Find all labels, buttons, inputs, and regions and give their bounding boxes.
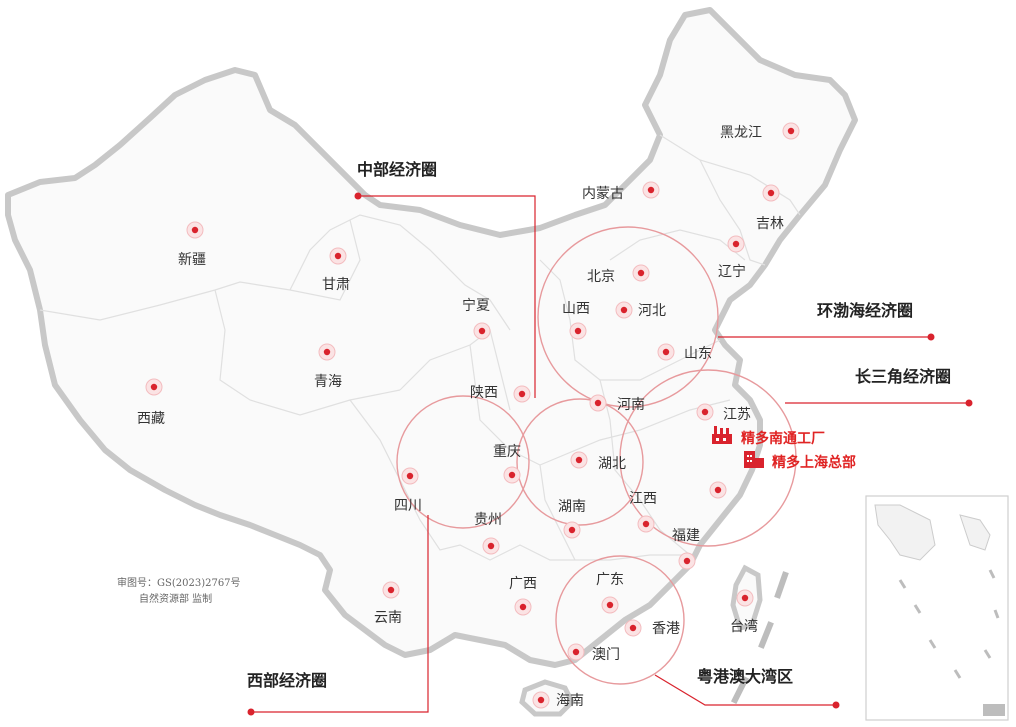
- label-heilongjiang: 黑龙江: [720, 125, 762, 141]
- location-dot-icon: [514, 598, 532, 616]
- zone-title-bohai: 环渤海经济圈: [817, 301, 913, 320]
- zone-title-greater-bay: 粤港澳大湾区: [697, 667, 793, 686]
- label-fujian: 福建: [672, 528, 700, 544]
- location-dot-icon: [632, 264, 650, 282]
- province-labels: 黑龙江 内蒙古 吉林 辽宁 新疆 甘肃 宁夏 北京 山西 河北 山东 青海 西藏…: [137, 125, 784, 709]
- label-xianggang: 香港: [652, 621, 680, 637]
- location-dot-icon: [503, 466, 521, 484]
- label-hebei: 河北: [638, 303, 666, 319]
- location-dot-icon: [569, 322, 587, 340]
- location-dot-icon: [401, 467, 419, 485]
- zone-title-yangtze: 长三角经济圈: [855, 367, 951, 386]
- label-neimenggu: 内蒙古: [582, 186, 624, 202]
- label-chongqing: 重庆: [493, 444, 521, 460]
- zone-title-west: 西部经济圈: [247, 671, 327, 690]
- bohai-zone-circle: [537, 226, 719, 408]
- location-dot-icon: [642, 181, 660, 199]
- location-dot-icon: [657, 343, 675, 361]
- label-yunnan: 云南: [374, 610, 402, 626]
- west-zone-circle: [396, 395, 530, 529]
- location-dot-icon: [186, 221, 204, 239]
- label-beijing: 北京: [587, 269, 615, 285]
- central-zone-circle: [516, 398, 644, 526]
- headquarters-label: 精多上海总部: [772, 454, 856, 471]
- factory-label: 精多南通工厂: [741, 430, 825, 447]
- location-dot-icon: [382, 581, 400, 599]
- label-gansu: 甘肃: [322, 277, 350, 293]
- label-ningxia: 宁夏: [462, 297, 490, 314]
- location-dot-icon: [736, 589, 754, 607]
- location-dot-icon: [318, 343, 336, 361]
- leader-lines: [251, 195, 969, 713]
- sea-boundary-dashes: [730, 571, 789, 705]
- location-dot-icon: [570, 451, 588, 469]
- label-shandong: 山东: [684, 346, 712, 362]
- location-dot-icon: [601, 596, 619, 614]
- china-outline: [5, 7, 858, 668]
- approval-authority: 自然资源部 监制: [139, 592, 212, 605]
- label-liaoning: 辽宁: [718, 263, 746, 280]
- economic-zone-circles: [396, 226, 797, 685]
- label-guangdong: 广东: [596, 572, 624, 588]
- office-building-icon: [744, 451, 764, 468]
- factory-icon: [712, 426, 732, 444]
- location-dot-icon: [709, 481, 727, 499]
- location-dot-icon: [615, 301, 633, 319]
- label-henan: 河南: [617, 397, 645, 413]
- location-dot-icon: [482, 537, 500, 555]
- approval-number: 审图号：GS(2023)2767号: [117, 576, 241, 589]
- location-dot-icon: [624, 619, 642, 637]
- greater-bay-zone-circle: [555, 555, 685, 685]
- location-dot-icon: [678, 552, 696, 570]
- location-dot-icon: [696, 403, 714, 421]
- label-hunan: 湖南: [558, 499, 586, 515]
- south-china-sea-inset: [865, 495, 1009, 721]
- label-jiangxi: 江西: [629, 491, 657, 507]
- label-guizhou: 贵州: [474, 512, 502, 528]
- location-dot-icon: [567, 643, 585, 661]
- location-dot-icon: [473, 322, 491, 340]
- province-markers: [145, 122, 800, 709]
- label-hubei: 湖北: [598, 456, 626, 472]
- location-dot-icon: [532, 691, 550, 709]
- label-aomen: 澳门: [592, 647, 620, 663]
- label-jilin: 吉林: [756, 216, 784, 232]
- leader-endpoints: [247, 192, 973, 716]
- label-xizang: 西藏: [137, 411, 165, 427]
- location-dot-icon: [762, 184, 780, 202]
- location-dot-icon: [782, 122, 800, 140]
- label-guangxi: 广西: [509, 576, 537, 592]
- location-dot-icon: [329, 247, 347, 265]
- zone-titles: 中部经济圈 环渤海经济圈 长三角经济圈 西部经济圈 粤港澳大湾区: [247, 160, 951, 690]
- location-dot-icon: [637, 515, 655, 533]
- zone-title-central: 中部经济圈: [357, 160, 437, 179]
- location-dot-icon: [513, 385, 531, 403]
- label-hainan: 海南: [556, 693, 584, 709]
- yangtze-zone-circle: [619, 369, 797, 547]
- label-taiwan: 台湾: [730, 618, 758, 635]
- label-jiangsu: 江苏: [723, 407, 751, 423]
- location-dot-icon: [589, 394, 607, 412]
- location-dot-icon: [727, 235, 745, 253]
- label-shaanxi: 陕西: [470, 385, 498, 401]
- label-qinghai: 青海: [314, 374, 342, 390]
- label-shanxi: 山西: [562, 301, 590, 317]
- location-dot-icon: [563, 521, 581, 539]
- location-dot-icon: [145, 378, 163, 396]
- label-sichuan: 四川: [394, 498, 422, 514]
- label-xinjiang: 新疆: [178, 252, 206, 268]
